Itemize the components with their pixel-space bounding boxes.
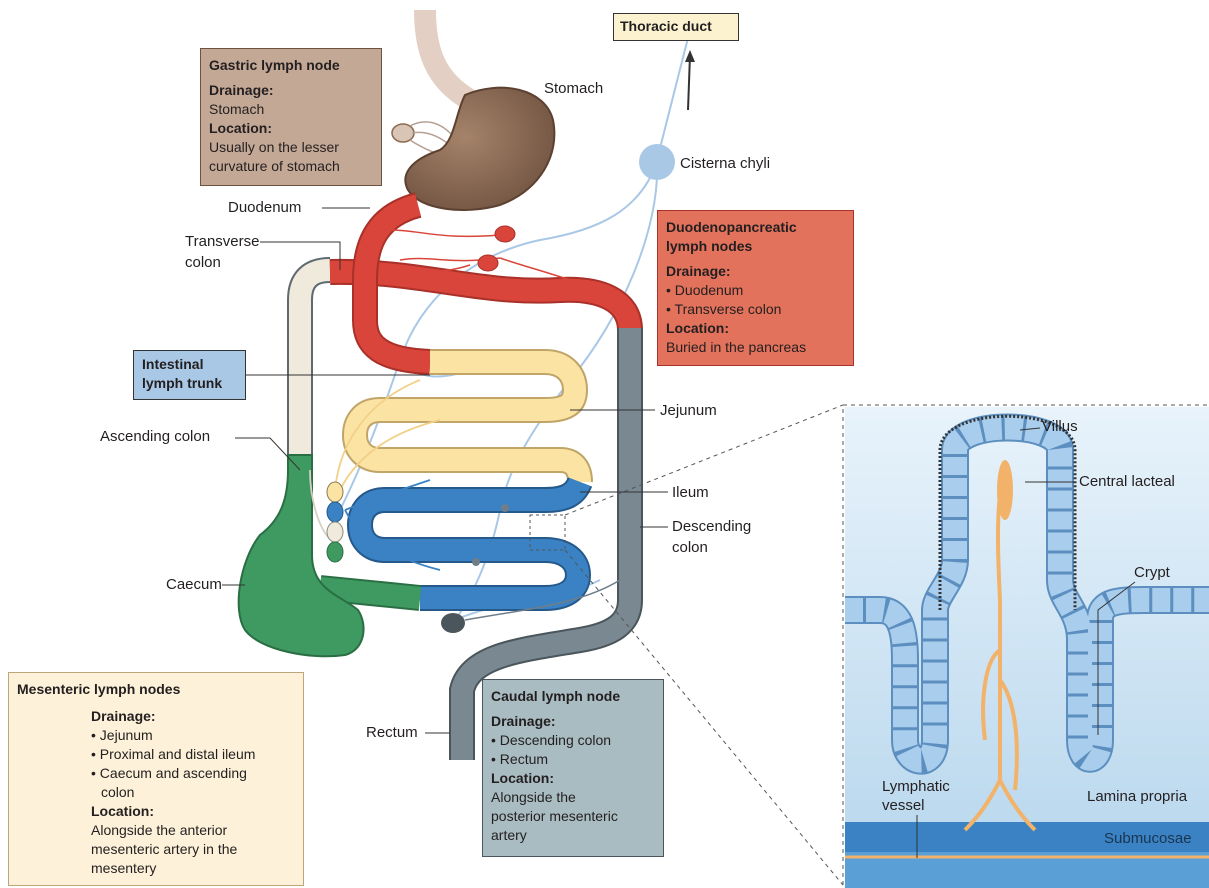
lymphatic-vessel-label-2: vessel: [882, 797, 925, 815]
crypt-label: Crypt: [1134, 564, 1170, 582]
duodenopancreatic-drainage-2: • Transverse colon: [666, 300, 845, 319]
caecum: [239, 455, 364, 656]
mesenteric-drainage-3: • Caecum and ascending: [91, 764, 255, 783]
caudal-drainage-2: • Rectum: [491, 750, 655, 769]
gastric-title: Gastric lymph node: [209, 56, 373, 75]
small-node: [472, 558, 480, 566]
caecum-label: Caecum: [166, 576, 222, 594]
submucosae-label: Submucosae: [1104, 830, 1192, 848]
duodenopancreatic-location: Buried in the pancreas: [666, 338, 845, 357]
villus-label: Villus: [1042, 418, 1078, 436]
lacteal-tip: [997, 460, 1013, 520]
ileum: [360, 482, 580, 598]
caudal-drainage-label: Drainage:: [491, 712, 655, 731]
mesenteric-title: Mesenteric lymph nodes: [17, 680, 295, 699]
stomach: [405, 88, 554, 210]
mesenteric-drainage-label: Drainage:: [91, 707, 255, 726]
caudal-location-2: posterior mesenteric: [491, 807, 655, 826]
oesophagus: [425, 10, 470, 100]
thoracic-duct-text: Thoracic duct: [620, 18, 712, 34]
gastric-drainage: Stomach: [209, 100, 373, 119]
gastric-location-2: curvature of stomach: [209, 157, 373, 176]
caudal-box: Caudal lymph node Drainage: • Descending…: [482, 679, 664, 857]
gastric-node-box: Gastric lymph node Drainage: Stomach Loc…: [200, 48, 382, 186]
lymphatic-vessel-label-1: Lymphatic: [882, 778, 950, 796]
thoracic-duct-label: Thoracic duct: [613, 13, 739, 41]
ileum-label: Ileum: [672, 484, 709, 502]
cisterna-chyli-label: Cisterna chyli: [680, 155, 770, 173]
descending-colon-label-2: colon: [672, 539, 708, 557]
mesenteric-drainage-2: • Proximal and distal ileum: [91, 745, 255, 764]
ascending-colon: [300, 270, 330, 470]
caudal-title: Caudal lymph node: [491, 687, 655, 706]
mesenteric-location-3: mesentery: [91, 859, 255, 878]
flow-arrow: [688, 55, 690, 110]
caudal-location-1: Alongside the: [491, 788, 655, 807]
intestinal-trunk-line-1: Intestinal: [142, 355, 237, 374]
small-node: [501, 504, 509, 512]
intestinal-trunk-line-2: lymph trunk: [142, 374, 237, 393]
mesenteric-location-label: Location:: [91, 802, 255, 821]
ascending-colon-label: Ascending colon: [100, 428, 210, 446]
caudal-location-label: Location:: [491, 769, 655, 788]
duodenopancreatic-location-label: Location:: [666, 319, 845, 338]
mesenteric-box: Mesenteric lymph nodes Drainage: • Jejun…: [8, 672, 304, 886]
gastric-drainage-label: Drainage:: [209, 81, 373, 100]
duodenopancreatic-title-1: Duodenopancreatic: [666, 218, 845, 237]
caudal-location-3: artery: [491, 826, 655, 845]
caudal-node: [441, 613, 465, 633]
gastric-location-1: Usually on the lesser: [209, 138, 373, 157]
intestinal-trunk-box: Intestinal lymph trunk: [133, 350, 246, 400]
transverse-colon-label-1: Transverse: [185, 233, 259, 251]
duodenopancreatic-box: Duodenopancreatic lymph nodes Drainage: …: [657, 210, 854, 366]
rectum-label: Rectum: [366, 724, 418, 742]
duodenopancreatic-drainage-label: Drainage:: [666, 262, 845, 281]
mesenteric-drainage-1: • Jejunum: [91, 726, 255, 745]
gastric-location-label: Location:: [209, 119, 373, 138]
caudal-drainage-1: • Descending colon: [491, 731, 655, 750]
descending-colon-label-1: Descending: [672, 518, 751, 536]
thoracic-duct-vessel: [657, 30, 690, 160]
stomach-label: Stomach: [544, 80, 603, 98]
cisterna-chyli: [639, 144, 675, 180]
duodenopancreatic-nodes: [390, 226, 570, 280]
duodenopancreatic-title-2: lymph nodes: [666, 237, 845, 256]
mesenteric-nodes: [327, 482, 343, 562]
transverse-colon-label-2: colon: [185, 254, 221, 272]
flow-arrow-head: [685, 50, 695, 62]
mesenteric-location-2: mesenteric artery in the: [91, 840, 255, 859]
duodenopancreatic-drainage-1: • Duodenum: [666, 281, 845, 300]
lamina-propria-label: Lamina propria: [1087, 788, 1187, 806]
duodenum-label: Duodenum: [228, 199, 301, 217]
jejunum-label: Jejunum: [660, 402, 717, 420]
central-lacteal-label: Central lacteal: [1079, 473, 1175, 491]
mesenteric-location-1: Alongside the anterior: [91, 821, 255, 840]
mesenteric-drainage-3b: colon: [91, 783, 255, 802]
